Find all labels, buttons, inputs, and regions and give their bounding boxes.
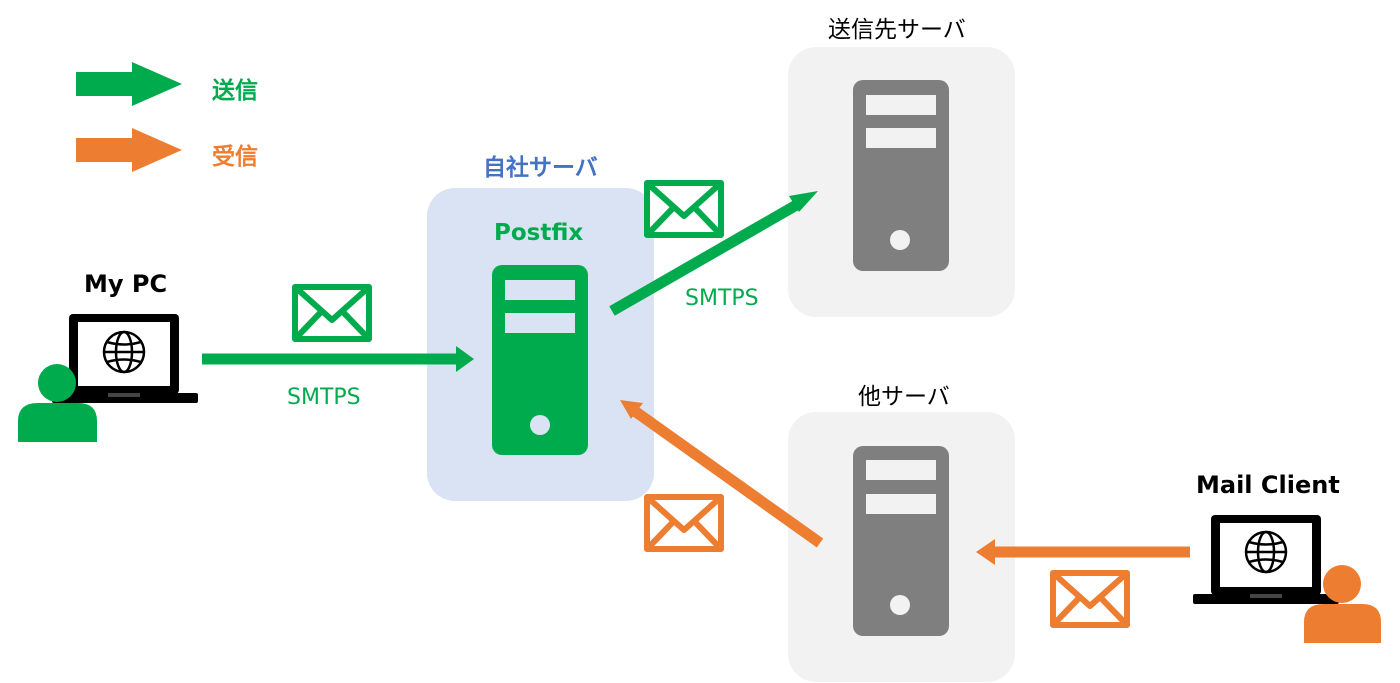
mail-client-label: Mail Client (1196, 471, 1340, 499)
client-to-other-arrow-icon (976, 539, 1190, 565)
other-server-icon (853, 446, 949, 636)
postfix-to-destination-arrow-icon (609, 191, 818, 316)
company-server-label: 自社サーバ (483, 155, 598, 181)
legend-send-label: 送信 (212, 78, 258, 104)
postfix-to-destination-protocol-label: SMTPS (685, 286, 759, 311)
client-to-other-envelope-icon (1050, 570, 1130, 628)
my-pc-person-icon (18, 364, 97, 442)
mail-client-person-icon (1304, 565, 1381, 643)
pc-to-postfix-arrow-icon (202, 346, 474, 372)
pc-to-postfix-envelope-icon (292, 284, 372, 342)
my-pc-label: My PC (84, 270, 168, 298)
destination-server-icon (853, 80, 949, 271)
other-to-postfix-envelope-icon (644, 494, 724, 552)
destination-server-label: 送信先サーバ (828, 17, 966, 43)
mail-client-globe-icon (1244, 530, 1288, 574)
postfix-label: Postfix (494, 220, 584, 246)
other-server-label: 他サーバ (858, 384, 950, 410)
legend-send-arrow-icon (76, 62, 182, 106)
pc-to-postfix-protocol-label: SMTPS (287, 385, 361, 410)
mail-client-laptop-icon (1193, 515, 1339, 604)
postfix-to-destination-envelope-icon (644, 180, 724, 238)
legend-receive-arrow-icon (76, 128, 182, 172)
legend-receive-label: 受信 (212, 144, 258, 170)
postfix-server-icon (492, 265, 588, 455)
my-pc-globe-icon (102, 330, 146, 374)
other-to-postfix-arrow-icon (620, 400, 824, 548)
